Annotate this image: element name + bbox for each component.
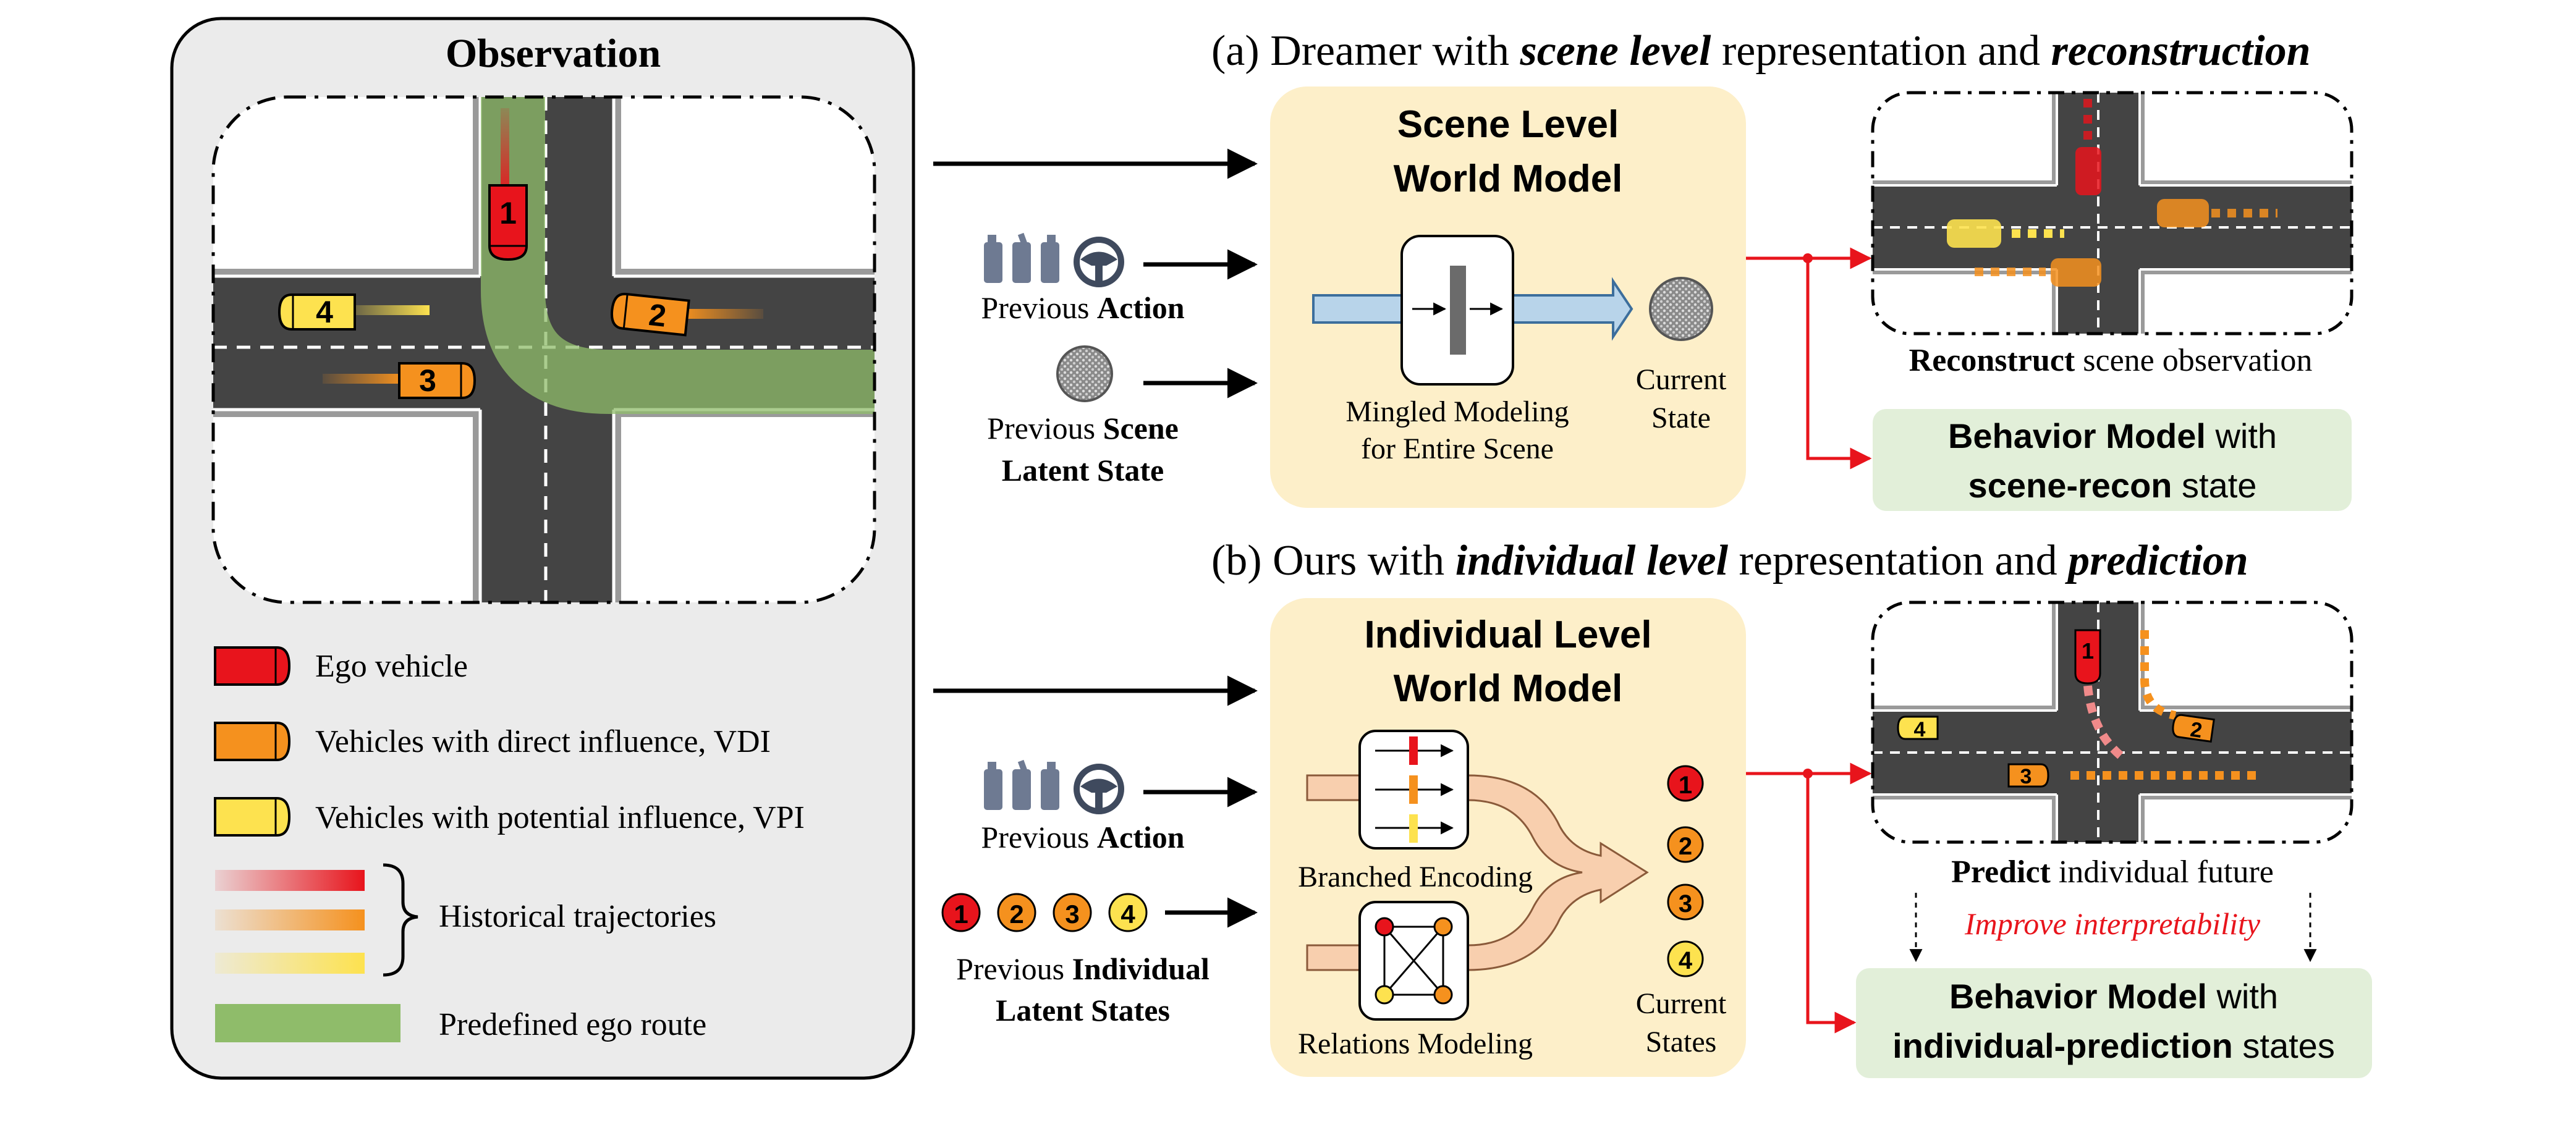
individual-behavior-line2: individual-prediction states <box>1892 1026 2335 1065</box>
prev-individual-states: 1 2 3 4 <box>941 893 1148 932</box>
scene-behavior-line1: Behavior Model with <box>1948 416 2277 455</box>
scene-wm-title-2: World Model <box>1394 158 1623 200</box>
vehicle-label-1: 1 <box>499 196 517 230</box>
branched-label: Branched Encoding <box>1298 861 1533 893</box>
scene-mingled-line2: for Entire Scene <box>1361 432 1554 465</box>
prev-state-4: 4 <box>1121 900 1135 929</box>
legend-vdi-label: Vehicles with direct influence, VDI <box>315 724 771 759</box>
current-state-2: 2 <box>1679 833 1692 860</box>
individual-behavior-line1: Behavior Model with <box>1949 977 2278 1016</box>
individual-prev-latent-line2: Latent States <box>996 993 1170 1027</box>
scene-prev-latent-line2: Latent State <box>1002 453 1164 487</box>
predict-vehicle-1: 1 <box>2082 638 2094 664</box>
scene-prev-latent-icon <box>1056 345 1113 402</box>
individual-wm-title-1: Individual Level <box>1364 614 1651 656</box>
prev-state-3: 3 <box>1065 900 1079 929</box>
panel-a-heading: (a) Dreamer with scene level representat… <box>1211 27 2311 75</box>
reconstructed-scene <box>1871 91 2354 335</box>
panel-b: (b) Ours with individual level represent… <box>933 537 2372 1078</box>
reconstruct-caption: Reconstruct scene observation <box>1909 343 2313 378</box>
scene-wm-title-1: Scene Level <box>1397 103 1619 146</box>
predict-vehicle-4: 4 <box>1914 718 1926 741</box>
scene-level-world-model: Scene Level World Model Mingled Modeling… <box>1270 86 1746 508</box>
individual-wm-title-2: World Model <box>1394 667 1623 710</box>
current-state-3: 3 <box>1679 890 1692 917</box>
vehicle-label-3: 3 <box>419 363 436 398</box>
legend-ego-label: Ego vehicle <box>315 649 468 684</box>
relations-flow <box>1306 944 1361 971</box>
pedals-icon-b <box>984 759 1059 810</box>
scene-to-behavior-arrow <box>1806 258 1872 470</box>
legend-vdi-swatch <box>214 722 291 761</box>
scene-behavior-line2: scene-recon state <box>1968 466 2257 505</box>
vdi-vehicle-2: 2 <box>610 292 690 337</box>
steering-wheel-icon <box>1074 237 1124 287</box>
observation-title: Observation <box>446 31 661 76</box>
ego-vehicle-1: 1 <box>488 184 528 261</box>
legend-ego-swatch <box>214 646 291 686</box>
panel-a: (a) Dreamer with scene level representat… <box>933 27 2354 511</box>
vehicle-label-2: 2 <box>647 297 668 334</box>
individual-behavior-model: Behavior Model with individual-predictio… <box>1856 968 2372 1078</box>
individual-level-world-model: Individual Level World Model Branched En… <box>1270 598 1746 1077</box>
scene-current-state-icon <box>1649 277 1713 341</box>
legend-route-label: Predefined ego route <box>439 1007 706 1042</box>
prev-state-2: 2 <box>1009 900 1023 929</box>
vdi-vehicle-3: 3 <box>398 362 477 399</box>
observation-panel: Observation <box>170 17 915 1080</box>
legend-vpi-label: Vehicles with potential influence, VPI <box>315 800 805 835</box>
pedals-icon <box>984 232 1059 283</box>
legend-route-swatch <box>215 1004 400 1042</box>
vehicle-label-4: 4 <box>316 295 333 329</box>
improve-interpretability: Improve interpretability <box>1964 906 2261 941</box>
individual-current-line2: States <box>1646 1026 1717 1058</box>
legend-hist-yellow <box>215 953 365 974</box>
prev-state-1: 1 <box>954 900 968 929</box>
individual-prev-action-label: Previous Action <box>981 820 1184 854</box>
observation-legend: Ego vehicle Vehicles with direct influen… <box>214 646 805 1042</box>
branched-flow <box>1306 774 1361 801</box>
relations-graph-icon <box>1375 917 1453 1005</box>
scene-behavior-model: Behavior Model with scene-recon state <box>1873 409 2352 511</box>
current-state-4: 4 <box>1679 947 1693 974</box>
legend-vpi-swatch <box>214 797 291 837</box>
individual-current-line1: Current <box>1636 987 1727 1020</box>
predict-vehicle-3: 3 <box>2020 765 2032 788</box>
scene-current-line1: Current <box>1636 363 1727 396</box>
current-state-1: 1 <box>1679 772 1692 799</box>
individual-prev-latent-line1: Previous Individual <box>956 951 1210 986</box>
vpi-vehicle-4: 4 <box>278 293 356 331</box>
legend-hist-orange <box>215 909 365 930</box>
current-individual-states: 1 2 3 4 <box>1667 765 1704 977</box>
observation-intersection <box>211 95 876 604</box>
steering-wheel-icon-b <box>1074 764 1124 814</box>
merged-flow-arrow <box>1467 774 1649 971</box>
predicted-scene: 1 2 4 3 <box>1871 601 2354 844</box>
scene-prev-latent-line1: Previous Scene <box>987 411 1179 445</box>
relations-label: Relations Modeling <box>1298 1027 1533 1060</box>
legend-brace <box>383 863 418 977</box>
scene-mingled-line1: Mingled Modeling <box>1345 395 1569 428</box>
scene-prev-action-label: Previous Action <box>981 290 1184 325</box>
predict-caption: Predict individual future <box>1951 854 2274 890</box>
panel-b-heading: (b) Ours with individual level represent… <box>1211 537 2248 584</box>
scene-current-line2: State <box>1651 402 1711 434</box>
individual-to-behavior-arrow <box>1806 774 1857 1034</box>
legend-hist-red <box>215 870 365 891</box>
legend-hist-label: Historical trajectories <box>439 899 716 934</box>
